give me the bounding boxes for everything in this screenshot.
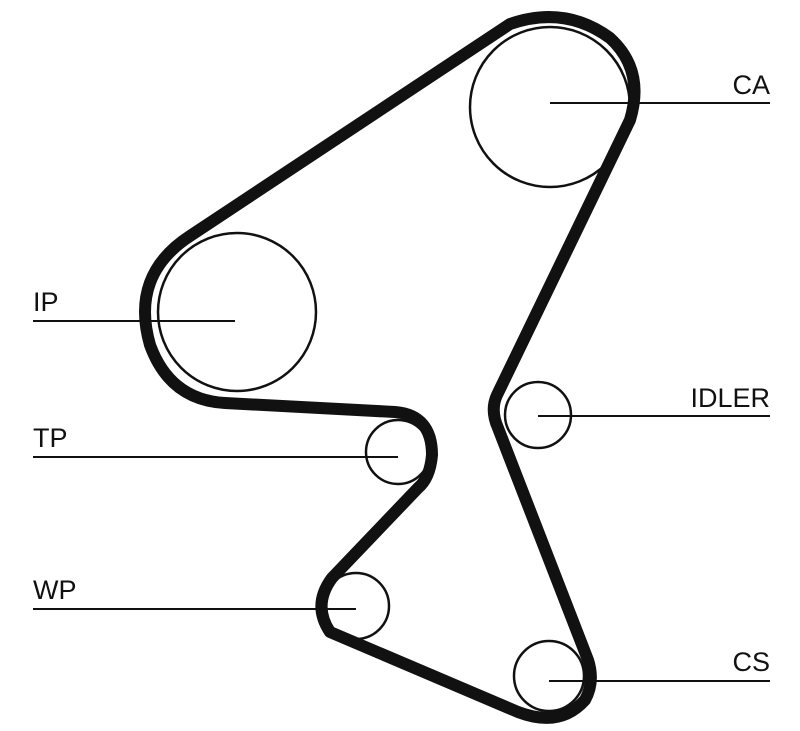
- label-wp: WP: [33, 575, 77, 605]
- label-idler: IDLER: [690, 383, 770, 413]
- pulley-cs: [512, 639, 586, 713]
- timing-belt: [139, 11, 641, 724]
- label-ca: CA: [732, 70, 770, 100]
- pulley-ip: [156, 231, 318, 393]
- label-tp: TP: [33, 423, 68, 453]
- label-cs: CS: [732, 647, 770, 677]
- label-ip: IP: [33, 287, 59, 317]
